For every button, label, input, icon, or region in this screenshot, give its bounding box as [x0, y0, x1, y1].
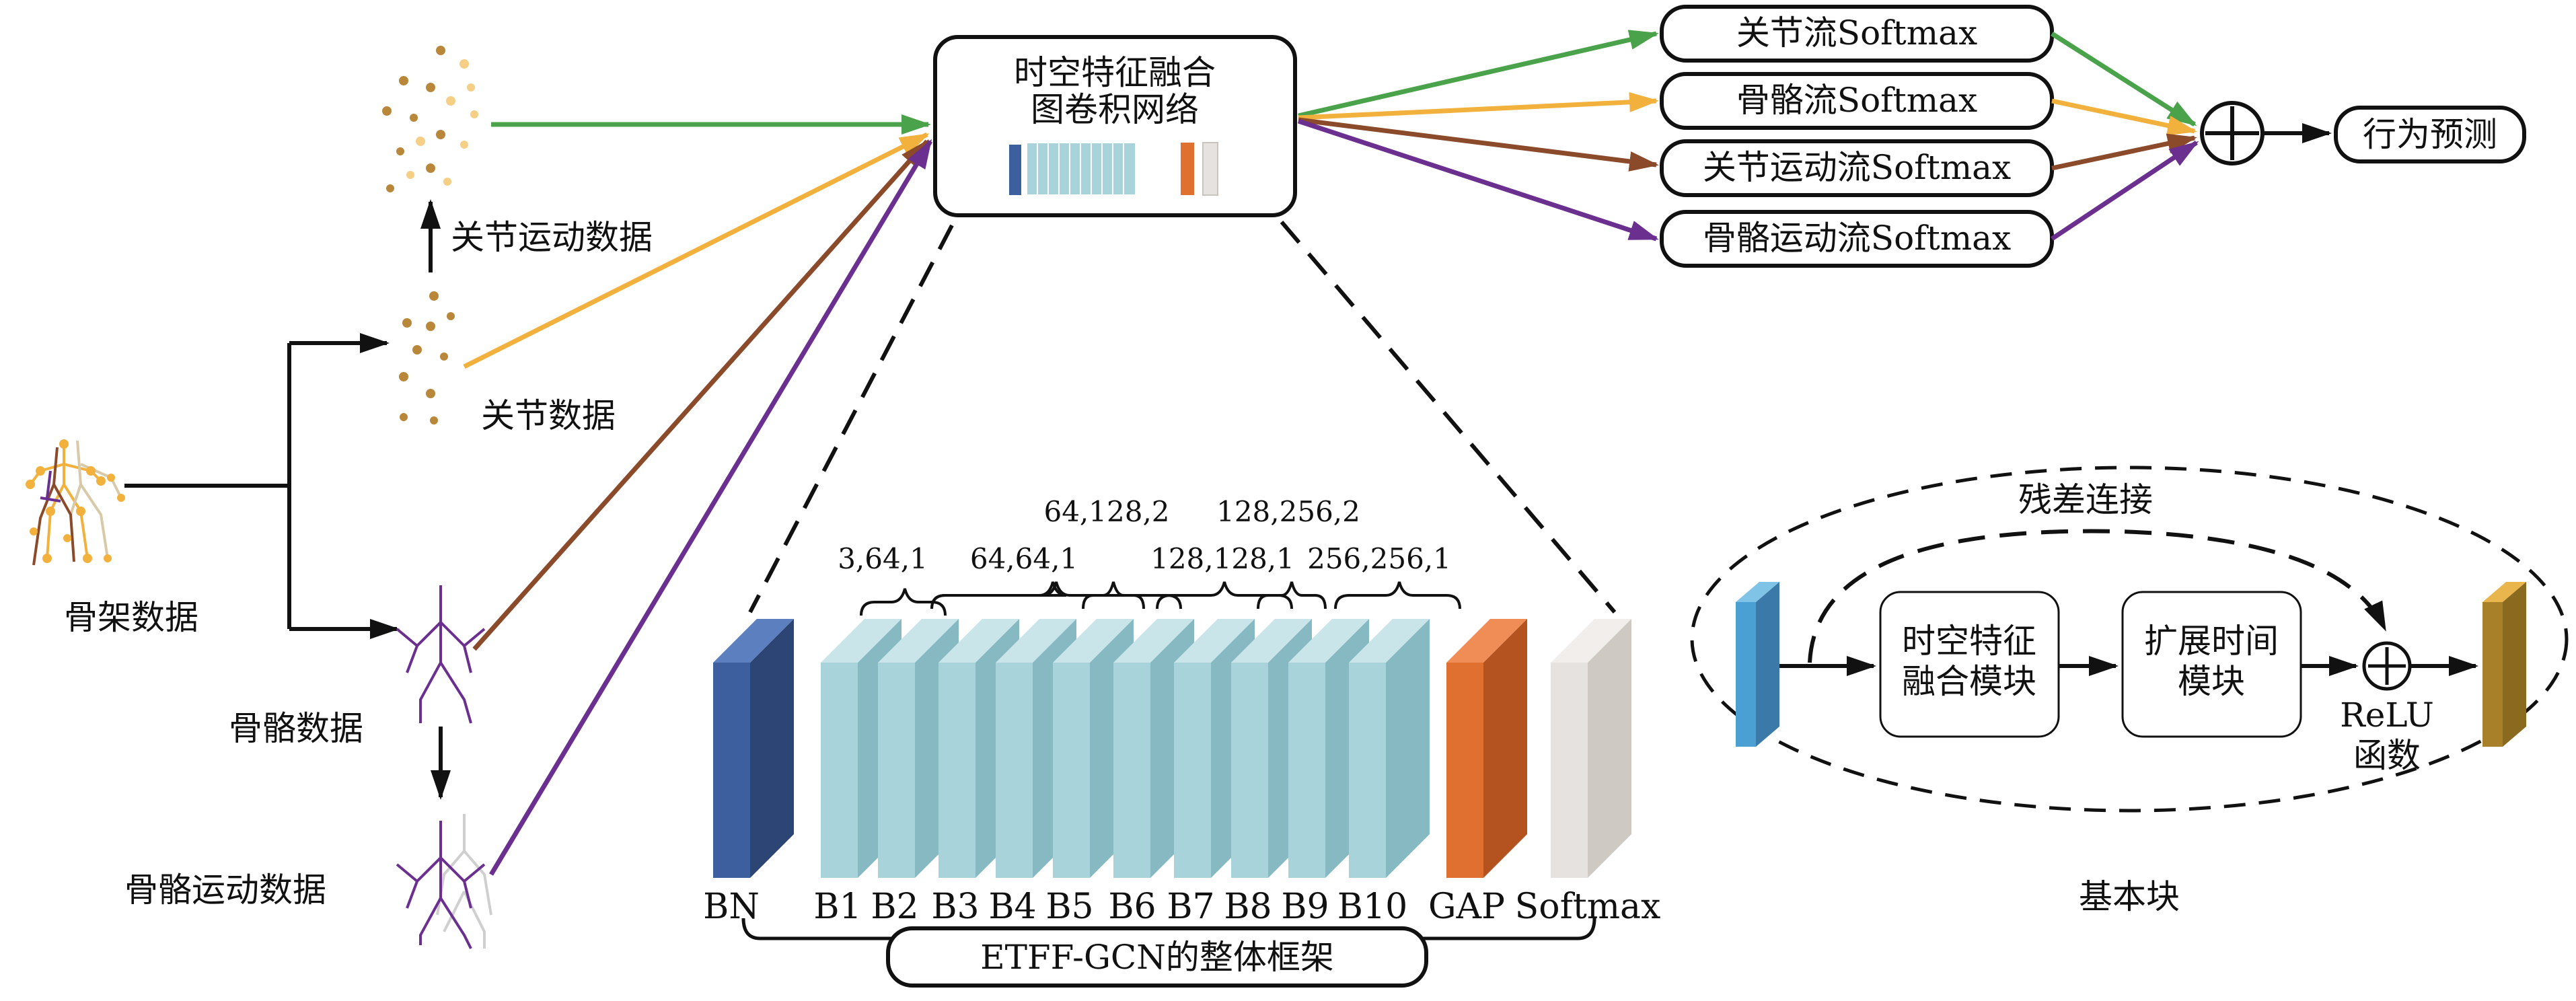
bb-add-icon — [2362, 641, 2412, 691]
output-label: 行为预测 — [2363, 115, 2497, 154]
block-softmax — [1551, 619, 1631, 878]
network-mini-blocks — [1009, 142, 1218, 196]
zoom-line-right — [1280, 221, 1617, 614]
block-labels: BN B1 B2 B3 B4 B5 B6 B7 B8 B9 B10 GAP So… — [703, 887, 1660, 927]
zoom-line-left — [748, 224, 954, 614]
joint-data-label: 关节数据 — [481, 396, 616, 435]
network-label-line2: 图卷积网络 — [1031, 90, 1199, 129]
basic-block-caption: 基本块 — [2079, 877, 2180, 916]
bone-motion-stream-to-fusion-arrow — [2051, 141, 2199, 241]
bone-data-label: 骨骼数据 — [229, 709, 363, 748]
block-label-b6: B6 — [1108, 887, 1156, 927]
relu-label-line1: ReLU — [2340, 696, 2434, 735]
stream-label-bone-motion: 骨骼运动流Softmax — [1703, 219, 2011, 258]
block-label-bn: BN — [703, 887, 760, 927]
joint-data-icon — [399, 291, 455, 424]
joint-arrow — [463, 132, 930, 369]
block-label-b2: B2 — [871, 887, 918, 927]
ext-time-module-line1: 扩展时间 — [2144, 622, 2279, 661]
relu-label-line2: 函数 — [2353, 736, 2421, 775]
block-label-gap: GAP — [1428, 887, 1505, 927]
bone-motion-data-icon — [396, 814, 492, 949]
param-label-3: 128,128,1 — [1150, 542, 1294, 575]
bone-stream-to-fusion-arrow — [2051, 98, 2197, 136]
joint-motion-label: 关节运动数据 — [451, 218, 653, 257]
param-label-1: 3,64,1 — [838, 542, 928, 575]
joint-motion-stream-to-fusion-arrow — [2051, 133, 2197, 171]
block-label-b7: B7 — [1167, 887, 1214, 927]
fusion-plus-icon — [2200, 101, 2265, 165]
skeleton-data-icon — [26, 439, 125, 566]
block-gap — [1446, 619, 1527, 878]
block-b6 — [1113, 619, 1194, 878]
param-label-2: 64,64,1 — [970, 542, 1078, 575]
skeleton-data-label: 骨架数据 — [64, 598, 198, 637]
stff-module-line1: 时空特征 — [1902, 622, 2036, 661]
network-label-line1: 时空特征融合 — [1014, 53, 1216, 92]
stream-label-joint-motion: 关节运动流Softmax — [1703, 148, 2011, 187]
block-label-b8: B8 — [1224, 887, 1272, 927]
net-to-joint-stream-arrow — [1298, 30, 1659, 118]
block-label-b4: B4 — [988, 887, 1036, 927]
output-box — [2334, 106, 2526, 163]
block-b10 — [1349, 619, 1430, 878]
block-label-b3: B3 — [931, 887, 979, 927]
block-label-b9: B9 — [1281, 887, 1329, 927]
blocks-b1-b10 — [821, 619, 1430, 878]
net-to-joint-motion-stream-arrow — [1298, 117, 1659, 172]
framework-caption: ETFF-GCN的整体框架 — [980, 938, 1334, 977]
basic-block-output-cube — [2482, 582, 2526, 747]
basic-block-input-cube — [1736, 582, 1779, 747]
basic-block-ellipse — [1690, 466, 2569, 813]
param-label-5: 64,128,2 — [1043, 495, 1169, 528]
stream-label-joint: 关节流Softmax — [1736, 13, 1977, 52]
bone-data-icon — [396, 585, 486, 724]
param-labels: 3,64,1 64,64,1 128,128,1 256,256,1 64,12… — [838, 495, 1451, 575]
joint-stream-to-fusion-arrow — [2051, 32, 2197, 126]
residual-label: 残差连接 — [2018, 480, 2153, 519]
stff-module-line2: 融合模块 — [1902, 662, 2036, 701]
block-label-b10: B10 — [1337, 887, 1407, 927]
block-label-b5: B5 — [1045, 887, 1093, 927]
block-label-softmax: Softmax — [1515, 887, 1661, 927]
net-to-bone-motion-stream-arrow — [1297, 118, 1659, 242]
bone-arrow — [472, 139, 929, 651]
net-to-bone-stream-arrow — [1298, 91, 1659, 120]
joint-motion-data-icon — [382, 46, 478, 192]
skeleton-branch-lines — [124, 333, 400, 639]
bone-motion-arrow — [488, 139, 933, 876]
ext-time-module-line2: 模块 — [2178, 662, 2245, 701]
block-bn — [713, 619, 794, 878]
param-braces — [860, 581, 1461, 616]
stream-label-bone: 骨骼流Softmax — [1736, 81, 1977, 120]
param-label-6: 128,256,2 — [1216, 495, 1360, 528]
param-label-4: 256,256,1 — [1307, 542, 1451, 575]
residual-arrow — [1808, 529, 2387, 663]
framework-caption-box — [886, 926, 1428, 988]
bone-motion-label: 骨骼运动数据 — [124, 870, 326, 910]
block-label-b1: B1 — [813, 887, 861, 927]
